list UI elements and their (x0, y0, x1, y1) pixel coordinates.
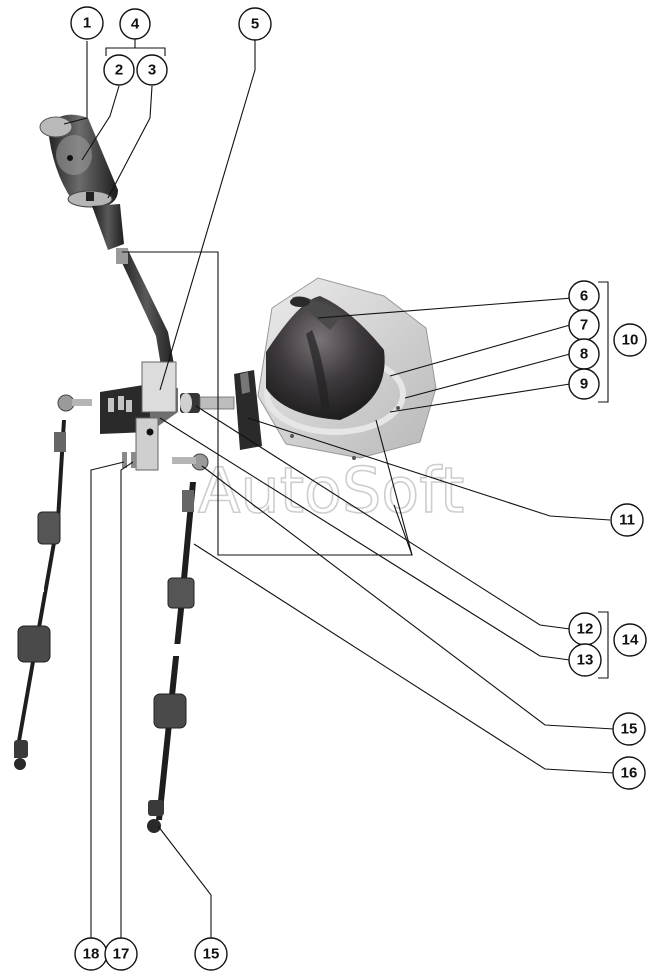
svg-text:4: 4 (131, 16, 140, 33)
svg-text:12: 12 (577, 621, 594, 638)
gear-knob (39, 114, 124, 250)
callout-11: 11 (610, 503, 644, 537)
callout-15-right: 15 (612, 712, 646, 746)
svg-text:11: 11 (619, 512, 635, 529)
callout-14: 14 (613, 623, 647, 657)
gear-boot-assembly (257, 277, 437, 460)
watermark: AutoSoft (198, 454, 464, 527)
shift-cable-left (14, 394, 92, 770)
svg-text:15: 15 (203, 946, 220, 963)
callout-8: 8 (568, 338, 600, 370)
svg-text:13: 13 (577, 652, 594, 669)
callout-16: 16 (612, 756, 646, 790)
svg-text:17: 17 (113, 946, 130, 963)
svg-text:15: 15 (621, 721, 638, 738)
callout-3: 3 (136, 54, 168, 86)
callout-2: 2 (103, 54, 135, 86)
gear-lever (116, 248, 175, 372)
svg-text:6: 6 (580, 288, 588, 305)
callout-6: 6 (568, 280, 600, 312)
callout-4: 4 (119, 8, 151, 40)
svg-text:5: 5 (251, 16, 259, 33)
svg-text:8: 8 (580, 346, 588, 363)
svg-text:14: 14 (622, 632, 639, 649)
retaining-pins (122, 452, 136, 468)
callout-7: 7 (568, 309, 600, 341)
callout-15-bottom: 15 (194, 937, 228, 971)
callout-18: 18 (74, 937, 108, 971)
callout-12: 12 (568, 612, 602, 646)
svg-text:10: 10 (622, 332, 639, 349)
svg-text:2: 2 (115, 62, 123, 79)
svg-text:7: 7 (580, 317, 588, 334)
callout-13: 13 (568, 643, 602, 677)
callout-5: 5 (238, 7, 272, 41)
callout-9: 9 (568, 368, 600, 400)
svg-text:1: 1 (83, 15, 91, 32)
svg-text:16: 16 (621, 765, 638, 782)
svg-text:9: 9 (580, 376, 588, 393)
callout-1: 1 (70, 6, 104, 40)
callout-17: 17 (104, 937, 138, 971)
shift-cable-right (147, 453, 209, 833)
callout-10: 10 (613, 323, 647, 357)
leader-lines (63, 38, 615, 938)
pivot-shaft (180, 370, 262, 450)
svg-text:18: 18 (83, 946, 100, 963)
lever-housing (100, 361, 178, 471)
svg-text:3: 3 (148, 62, 156, 79)
